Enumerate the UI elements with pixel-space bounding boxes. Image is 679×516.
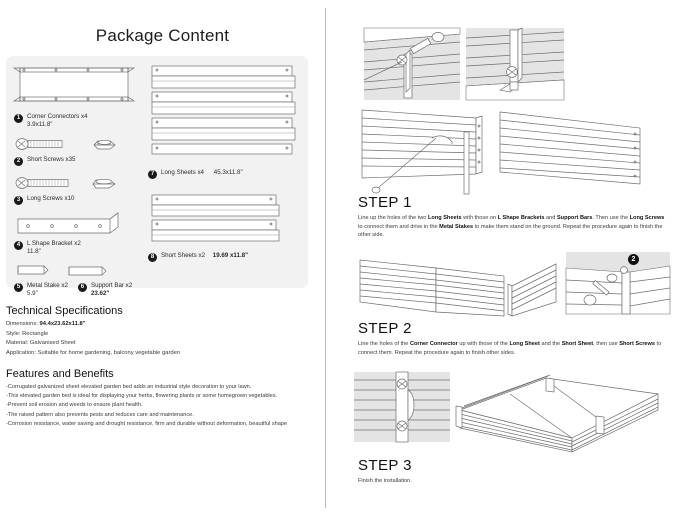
part-dimension: 23.62" [90,290,110,297]
part-number-badge: 2 [14,157,23,166]
part-name: Corner Connectors x4 [27,113,88,120]
spec-value: 94.4x23.62x11.8" [39,321,86,327]
part-dimension: 5.9" [27,290,38,297]
spec-label: Application: [6,349,36,356]
feature-item: -Corrugated galvanized sheet elevated ga… [6,384,252,390]
feature-item: -Prevent soil erosion and weeds to ensur… [6,402,143,409]
part-number-badge: 5 [14,283,23,292]
spec-row: Dimensions: 94.4x23.62x11.8" [6,320,316,330]
short-screws-illustration [14,135,142,153]
part-item-3: 3 Long Screws x10 [14,195,142,205]
step1-panel-right [498,108,646,192]
step1-heading: STEP 1 [358,194,412,211]
spec-label: Material: [6,340,29,346]
part-name: Long Screws x10 [27,195,75,202]
step3-detail [354,371,450,443]
right-column: STEP 1 Line up the holes of the two Long… [338,0,679,516]
part-name: Long Sheets x4 [161,169,205,176]
step2-detail: 2 [565,252,671,315]
step2-text: Line the holes of the Corner Connector u… [358,341,662,356]
spec-label: Style: [6,330,21,337]
spec-value: Suitable for home gardening, balcony veg… [37,349,181,356]
part-item-1: 1 Corner Connectors x4 3.9x11.8" [14,113,142,129]
step2-callout-badge: 2 [628,254,639,265]
metal-stake-icon [17,265,49,275]
spec-label: Dimensions: [6,321,38,327]
part-number-badge: 1 [14,114,23,123]
parts-column-right: 7 Long Sheets x4 45.3x11.8" [148,62,300,262]
left-column: Package Content [0,0,325,516]
step1-detail-left [363,27,461,100]
corner-connectors-illustration [12,62,142,110]
spec-row: Material: Galvanised Sheet [6,339,316,349]
spec-value: Galvanised Sheet [29,340,76,346]
part-number-badge: 6 [77,283,87,292]
l-shape-bracket-illustration [14,211,142,237]
features-benefits-section: Features and Benefits -Corrugated galvan… [6,368,321,429]
part-item-4: 4 L Shape Bracket x2 11.8" [14,240,142,256]
part-item-2: 2 Short Screws x35 [14,156,142,166]
spec-row: Application: Suitable for home gardening… [6,349,316,359]
nut-icon [92,178,116,189]
part-dimension: 3.9x11.8" [27,121,53,128]
step2-panel-left [356,250,562,317]
step2-block: STEP 2 Line the holes of the Corner Conn… [358,320,673,357]
spec-row: Style: Rectangle [6,330,316,340]
step1-text: Line up the holes of the two Long Sheets… [358,215,665,239]
nut-icon [93,139,116,150]
parts-column-left: 1 Corner Connectors x4 3.9x11.8" [12,62,142,298]
part-item-5: 5 Metal Stake x2 5.9" [14,282,68,298]
step1-detail-right [465,27,565,101]
feature-item: -This elevated garden bed is ideal for d… [6,393,278,400]
part-name: Short Screws x35 [27,156,76,163]
part-name: Support Bar x2 [90,282,133,289]
part-dimension: 11.8" [27,248,41,255]
part-name: L Shape Bracket x2 [27,240,81,247]
step2-heading: STEP 2 [358,320,412,337]
long-sheets-illustration [148,62,300,166]
part-dimension: 19.69 x11.8" [212,252,249,259]
part-item-8: 8 Short Sheets x2 19.69 x11.8" [148,252,300,262]
step3-block: STEP 3 Finish the installation. [358,457,673,486]
package-content-title: Package Content [95,26,230,45]
short-sheets-illustration [148,193,300,249]
part-item-6: 6 Support Bar x2 23.62" [77,282,133,298]
part-dimension: 45.3x11.8" [213,169,243,176]
step1-block: STEP 1 Line up the holes of the two Long… [358,194,668,240]
technical-specifications-heading: Technical Specifications [6,305,123,317]
step1-panel-left [358,104,488,195]
screw-icon [15,177,69,189]
technical-specifications-section: Technical Specifications Dimensions: 94.… [6,305,316,358]
step3-text: Finish the installation. [358,478,412,484]
step3-panel-assembled [450,374,668,453]
package-content-panel: 1 Corner Connectors x4 3.9x11.8" [6,56,308,297]
stake-and-bar-illustration [14,262,142,280]
feature-item: -Corrosion resistance, water saving and … [6,420,288,427]
step3-heading: STEP 3 [358,457,412,474]
part-number-badge: 8 [148,253,157,262]
part-number-badge: 7 [148,170,157,179]
part-number-badge: 4 [14,241,23,250]
spec-value: Rectangle [22,330,49,337]
support-bar-icon [68,266,107,276]
feature-item: -The raised pattern also prevents pests … [6,411,194,418]
screw-icon [15,138,63,150]
part-number-badge: 3 [14,196,23,205]
part-item-7: 7 Long Sheets x4 45.3x11.8" [148,169,300,179]
column-divider [325,8,326,508]
features-heading: Features and Benefits [6,368,114,380]
long-screws-illustration [14,174,142,192]
part-name: Short Sheets x2 [161,252,206,259]
part-name: Metal Stake x2 [27,282,68,289]
